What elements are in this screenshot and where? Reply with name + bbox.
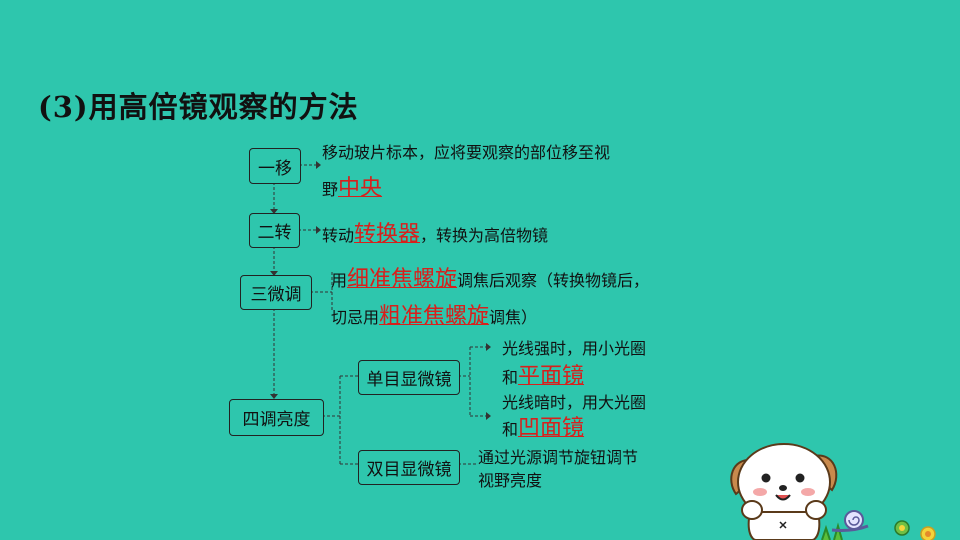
step2-answer: 转换器 bbox=[354, 222, 421, 247]
step1-answer: 中央 bbox=[338, 176, 383, 201]
step3-desc2-prefix: 切忌用 bbox=[331, 308, 380, 327]
step2-desc-prefix: 转动 bbox=[322, 226, 355, 245]
step3-desc-prefix: 用 bbox=[331, 271, 348, 290]
step1-box: 一移 bbox=[249, 148, 301, 184]
step4-box: 四调亮度 bbox=[229, 399, 324, 436]
mono-weak-line1: 光线暗时，用大光圈 bbox=[502, 393, 647, 412]
step1-desc-prefix: 野 bbox=[322, 180, 339, 199]
mono-weak-line2: 和凹面镜 bbox=[502, 410, 584, 442]
mono-weak-answer: 凹面镜 bbox=[518, 416, 585, 441]
step3-box: 三微调 bbox=[240, 275, 312, 310]
step3-desc2-suffix: 调焦） bbox=[489, 308, 538, 327]
step1-desc-line1: 移动玻片标本，应将要观察的部位移至视 bbox=[322, 143, 611, 162]
step2-label: 二转 bbox=[257, 223, 292, 243]
step1-desc-line2: 野中央 bbox=[322, 170, 404, 202]
bino-label: 双目显微镜 bbox=[366, 460, 452, 480]
step2-desc: 转动转换器，转换为高倍物镜 bbox=[322, 216, 548, 248]
step3-desc-line1: 用细准焦螺旋调焦后观察（转换物镜后， bbox=[331, 261, 649, 293]
cartoon-dog-illustration bbox=[730, 443, 936, 540]
step3-answer2: 粗准焦螺旋 bbox=[379, 304, 490, 329]
step2-box: 二转 bbox=[249, 213, 300, 248]
mono-label: 单目显微镜 bbox=[366, 370, 452, 390]
bino-box: 双目显微镜 bbox=[358, 450, 460, 485]
step3-answer1: 细准焦螺旋 bbox=[347, 267, 458, 292]
bino-desc-line2: 视野亮度 bbox=[478, 471, 543, 490]
step3-desc-suffix: 调焦后观察（转换物镜后， bbox=[457, 271, 650, 290]
step2-desc-suffix: ，转换为高倍物镜 bbox=[420, 226, 549, 245]
step3-label: 三微调 bbox=[250, 285, 302, 305]
step1-label: 一移 bbox=[258, 158, 292, 179]
bino-desc-line1: 通过光源调节旋钮调节 bbox=[478, 448, 639, 467]
step4-label: 四调亮度 bbox=[242, 410, 311, 430]
mono-strong-line1: 光线强时，用小光圈 bbox=[502, 339, 647, 358]
page-title: (3)用高倍镜观察的方法 bbox=[38, 90, 359, 124]
mono-strong-answer: 平面镜 bbox=[518, 364, 585, 389]
mono-strong-prefix: 和 bbox=[502, 368, 519, 387]
mono-weak-prefix: 和 bbox=[502, 420, 519, 439]
mono-strong-line2: 和平面镜 bbox=[502, 358, 584, 390]
step3-desc-line2: 切忌用粗准焦螺旋调焦） bbox=[331, 298, 537, 330]
mono-box: 单目显微镜 bbox=[358, 360, 460, 395]
